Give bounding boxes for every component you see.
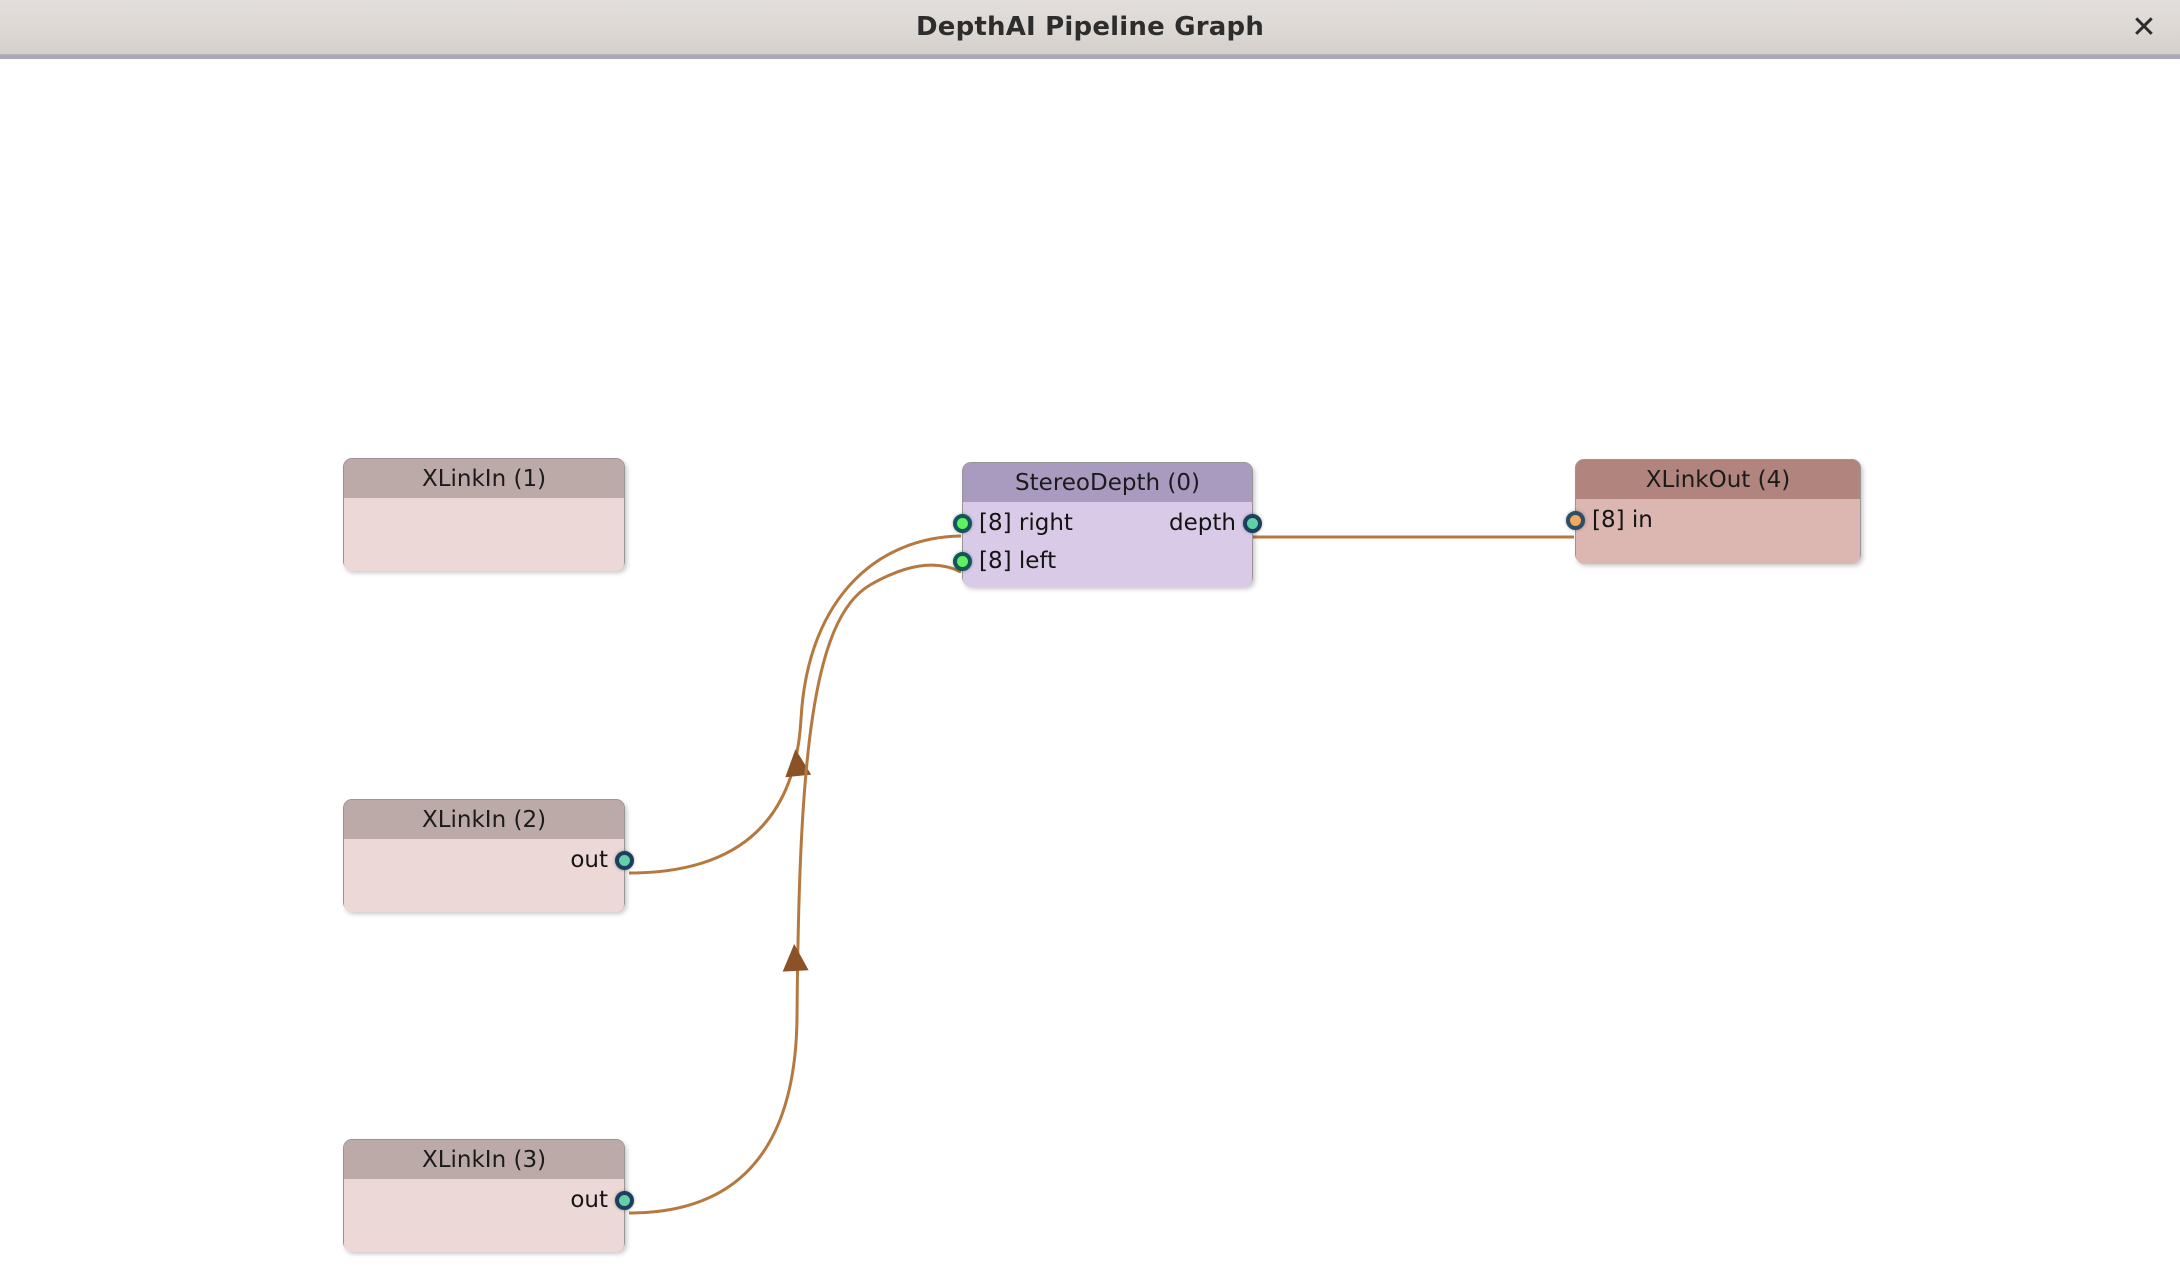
port-in--8-right[interactable]: [8] right xyxy=(953,508,1073,538)
port-label: [8] in xyxy=(1592,507,1653,533)
page-title: DepthAI Pipeline Graph xyxy=(915,12,1265,42)
port-connector-dot-icon[interactable] xyxy=(615,850,634,870)
edge-direction-arrow-icon xyxy=(785,749,812,778)
port-connector-dot-icon[interactable] xyxy=(615,1190,634,1210)
window-titlebar: DepthAI Pipeline Graph ✕ xyxy=(0,0,2180,55)
port-label: [8] left xyxy=(979,548,1057,574)
node-title: StereoDepth (0) xyxy=(963,463,1252,502)
node-body: [8] in xyxy=(1566,499,1860,564)
graph-node-xlinkin1[interactable]: XLinkIn (1) xyxy=(343,458,625,571)
node-title: XLinkOut (4) xyxy=(1576,460,1860,499)
pipeline-graph-canvas[interactable]: XLinkIn (1) StereoDepth (0) [8] right [8] l… xyxy=(0,59,2180,1274)
titlebar-divider xyxy=(0,55,2180,59)
graph-edge[interactable] xyxy=(628,534,962,875)
node-title: XLinkIn (2) xyxy=(344,800,624,839)
node-body: out xyxy=(344,1179,634,1252)
node-body xyxy=(344,498,624,571)
port-connector-dot-icon[interactable] xyxy=(1243,513,1262,533)
close-icon[interactable]: ✕ xyxy=(2131,9,2157,45)
port-out-out[interactable]: out xyxy=(570,1185,634,1215)
edge-layer xyxy=(628,534,1574,1215)
node-title: XLinkIn (3) xyxy=(344,1140,624,1179)
node-title: XLinkIn (1) xyxy=(344,459,624,498)
port-in--8-in[interactable]: [8] in xyxy=(1566,505,1653,535)
graph-node-xlinkin3[interactable]: XLinkIn (3) out xyxy=(343,1139,634,1252)
port-out-depth[interactable]: depth xyxy=(1169,508,1262,538)
graph-node-xlinkout4[interactable]: XLinkOut (4) [8] in xyxy=(1566,459,1861,564)
graph-node-stereodepth0[interactable]: StereoDepth (0) [8] right [8] left depth xyxy=(953,462,1262,587)
port-connector-dot-icon[interactable] xyxy=(1566,510,1585,530)
port-in--8-left[interactable]: [8] left xyxy=(953,546,1057,576)
port-connector-dot-icon[interactable] xyxy=(953,513,972,533)
port-label: depth xyxy=(1169,510,1236,536)
graph-edge[interactable] xyxy=(628,563,962,1215)
graph-node-xlinkin2[interactable]: XLinkIn (2) out xyxy=(343,799,634,912)
port-label: [8] right xyxy=(979,510,1073,536)
port-out-out[interactable]: out xyxy=(570,845,634,875)
port-connector-dot-icon[interactable] xyxy=(953,551,972,571)
port-label: out xyxy=(570,847,608,873)
node-body: out xyxy=(344,839,634,912)
port-label: out xyxy=(570,1187,608,1213)
edge-direction-arrow-icon xyxy=(782,944,809,972)
node-body: [8] right [8] left depth xyxy=(953,502,1262,587)
